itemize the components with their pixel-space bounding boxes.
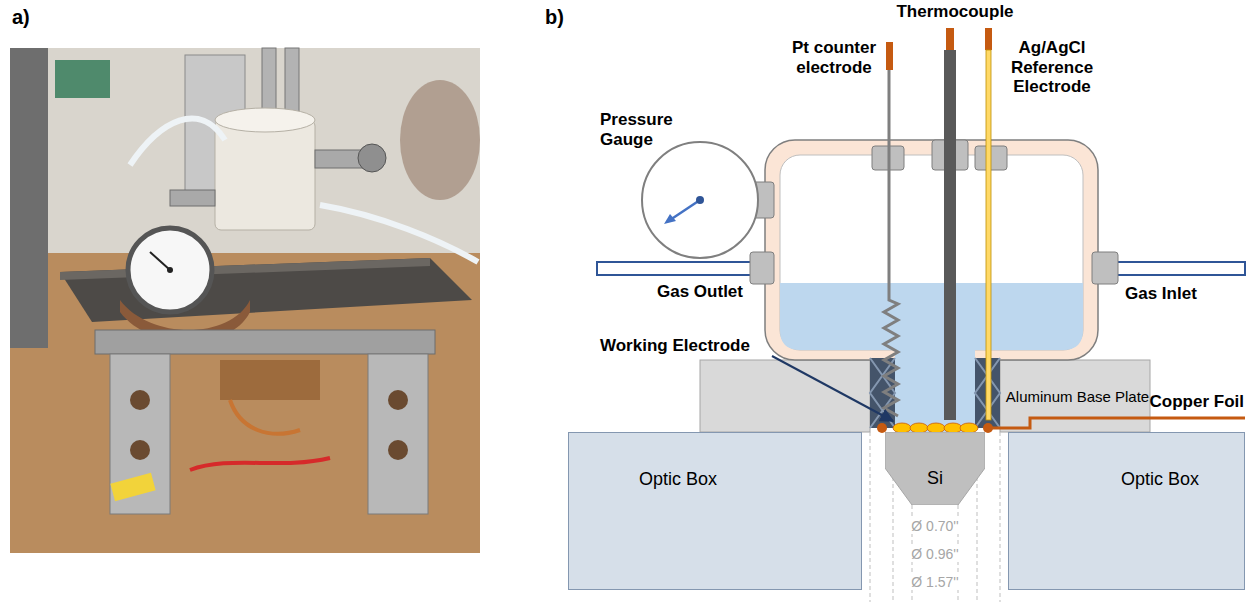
setup-photo-part bbox=[128, 228, 212, 312]
setup-photo-part bbox=[110, 473, 155, 501]
gas-pipes-part bbox=[597, 262, 757, 275]
setup-photo-part bbox=[10, 48, 480, 253]
node-text: Si bbox=[885, 468, 985, 489]
pt-counter-electrode bbox=[884, 42, 898, 416]
setup-photo-part bbox=[10, 48, 480, 553]
silicon-prism: Si bbox=[885, 432, 985, 505]
part-label: Working Electrode bbox=[600, 336, 750, 356]
gauge-needle-tip bbox=[664, 214, 676, 224]
panel-label: b) bbox=[545, 6, 564, 29]
copper-foil bbox=[988, 418, 1245, 428]
dimension-label: Ø 1.57'' bbox=[908, 574, 961, 590]
diameter-lines bbox=[870, 432, 1000, 602]
part-label: Gas Outlet bbox=[657, 282, 743, 302]
leader-arrow bbox=[772, 356, 893, 421]
o-ring-gasket-part bbox=[870, 358, 1000, 428]
setup-photo-part bbox=[358, 144, 386, 172]
setup-photo-part bbox=[320, 205, 478, 262]
cell-body-part bbox=[780, 155, 1083, 350]
setup-photo-part bbox=[220, 360, 320, 400]
setup-photo-part bbox=[388, 390, 408, 410]
reference-electrode-part bbox=[986, 50, 991, 420]
fittings-part bbox=[1092, 252, 1118, 284]
part-label: Ag/AgCl Reference Electrode bbox=[1000, 38, 1104, 97]
o-ring-gasket bbox=[870, 358, 1000, 428]
setup-photo-part bbox=[95, 330, 435, 354]
pressure-gauge: Pressure Gauge bbox=[598, 108, 770, 263]
setup-photo-part bbox=[400, 80, 480, 200]
gauge-pivot bbox=[696, 196, 704, 204]
panel-label: a) bbox=[12, 6, 30, 29]
pt-counter-electrode-part bbox=[886, 42, 893, 70]
setup-photo-part bbox=[230, 400, 300, 434]
fittings-part bbox=[750, 252, 774, 284]
pt-counter-electrode-part bbox=[884, 70, 898, 416]
leader-arrow-part bbox=[772, 356, 893, 421]
cell-body-part bbox=[780, 283, 1083, 350]
diameter-lines-part bbox=[870, 432, 1000, 602]
reference-electrode bbox=[985, 28, 992, 420]
setup-photo-part bbox=[368, 354, 428, 514]
prism-outline bbox=[885, 432, 985, 505]
setup-photo-part bbox=[167, 267, 173, 273]
node-text: Aluminum Base Plate bbox=[1006, 388, 1149, 405]
setup-photo-part bbox=[10, 48, 48, 348]
dimension-label: Ø 0.96'' bbox=[908, 546, 961, 562]
setup-photo-part bbox=[190, 458, 330, 470]
part-label: Thermocouple bbox=[896, 2, 1013, 22]
node-text: Pressure Gauge bbox=[600, 110, 682, 149]
setup-photo-part bbox=[388, 440, 408, 460]
optic-box: Optic Box bbox=[1008, 432, 1245, 590]
thermocouple-rod-part bbox=[944, 50, 956, 420]
cell-body-part bbox=[895, 340, 975, 432]
setup-photo-part bbox=[60, 258, 430, 280]
setup-photo-part bbox=[150, 252, 170, 270]
setup-photo bbox=[10, 48, 480, 553]
base-plate-box: Aluminum Base Plate bbox=[1000, 360, 1155, 432]
setup-photo-part bbox=[215, 108, 315, 132]
gas-pipes-part bbox=[1115, 262, 1245, 275]
thermocouple-rod-part bbox=[946, 28, 954, 50]
node-text: Optic Box bbox=[639, 469, 717, 490]
thermocouple-rod bbox=[944, 28, 956, 420]
part-label: Copper Foil bbox=[1150, 392, 1244, 412]
dimension-label: Ø 0.70'' bbox=[908, 518, 961, 534]
setup-photo-part bbox=[130, 390, 150, 410]
setup-photo-part bbox=[170, 190, 215, 206]
setup-photo-part bbox=[110, 354, 170, 514]
reference-electrode-part bbox=[985, 28, 992, 50]
part-label: Pt counter electrode bbox=[785, 38, 883, 77]
part-label: Gas Inlet bbox=[1125, 284, 1197, 304]
node-text: Optic Box bbox=[1121, 469, 1199, 490]
base-plate-part bbox=[1000, 360, 1150, 432]
fittings bbox=[750, 140, 1118, 284]
setup-photo-part bbox=[55, 60, 110, 98]
setup-photo-part bbox=[130, 118, 225, 165]
setup-photo-part bbox=[315, 150, 365, 168]
setup-photo-part bbox=[130, 440, 150, 460]
copper-foil-part bbox=[988, 418, 1245, 428]
setup-photo-part bbox=[215, 120, 315, 230]
optic-box: Optic Box bbox=[568, 432, 862, 590]
cell-body-part bbox=[765, 140, 1098, 360]
gauge-needle bbox=[670, 200, 700, 220]
o-ring-gasket-part bbox=[870, 358, 895, 428]
gauge-face bbox=[642, 142, 758, 258]
